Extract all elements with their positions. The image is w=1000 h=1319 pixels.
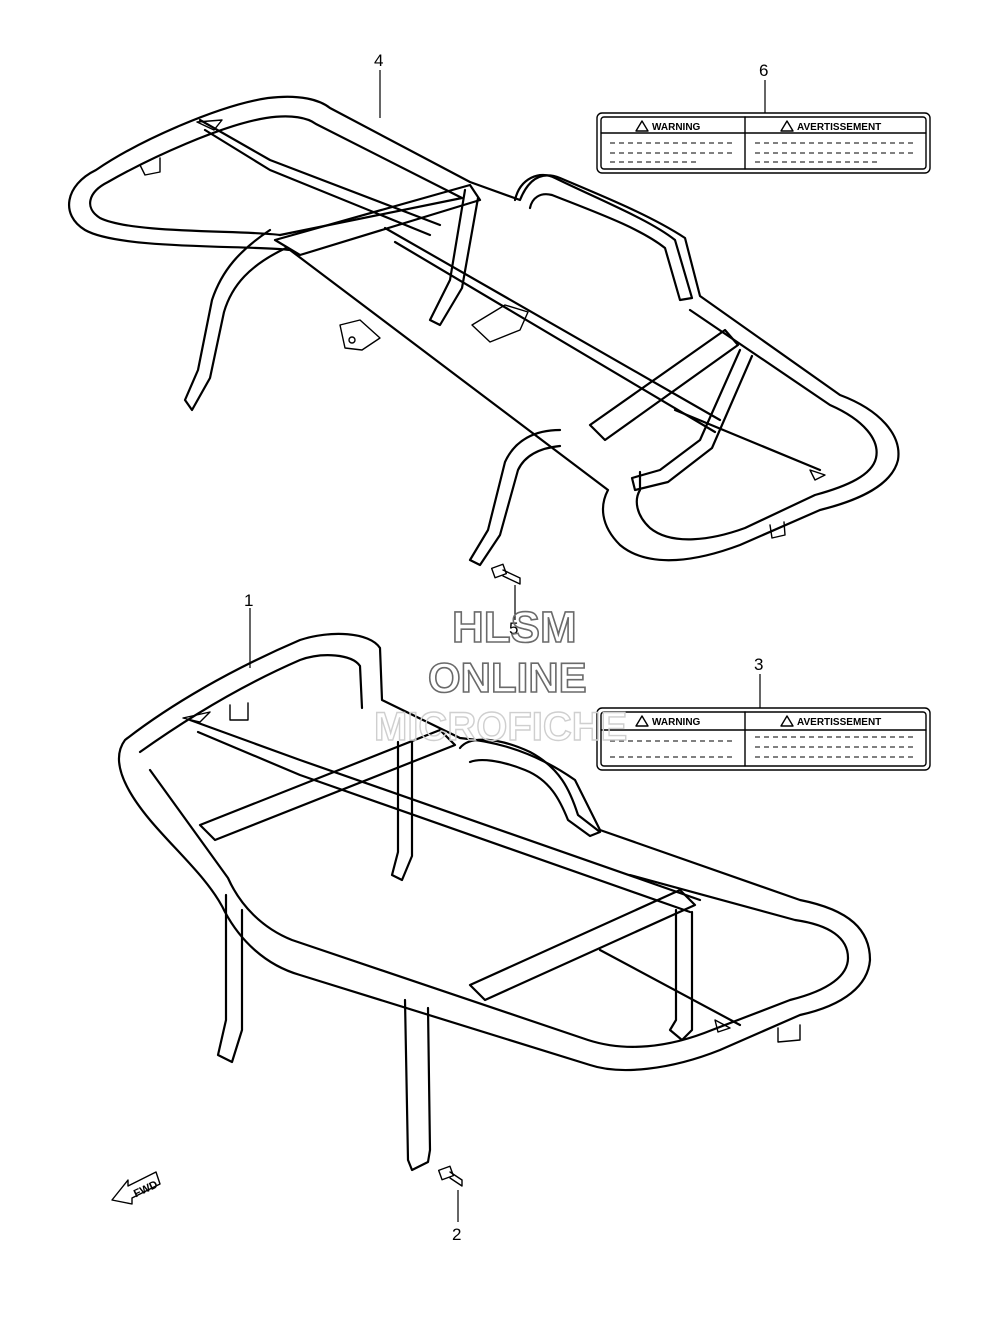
rear-carrier-crossbar-1 xyxy=(198,118,442,237)
rear-carrier-leg-center xyxy=(468,428,562,567)
avertissement-text: AVERTISSEMENT xyxy=(797,122,881,133)
fwd-arrow-icon: FWD xyxy=(111,1171,161,1205)
rear-carrier-bracket-4 xyxy=(769,521,786,539)
rear-carrier xyxy=(68,95,900,585)
rear-carrier-crossbar-3 xyxy=(383,226,722,434)
rear-carrier-leg-back xyxy=(428,188,480,327)
front-carrier-leg-center xyxy=(403,998,432,1172)
front-carrier-leg-back-left xyxy=(390,740,414,882)
front-carrier-bracket-1 xyxy=(229,702,249,721)
front-carrier-bracket-2 xyxy=(777,1024,801,1043)
callout-4: 4 xyxy=(374,51,383,70)
front-carrier-crossbar-4 xyxy=(598,948,742,1027)
rear-carrier-hoop xyxy=(513,173,694,302)
front-carrier-tab-right xyxy=(714,1019,731,1033)
rear-carrier-tab-left xyxy=(196,119,223,131)
watermark-line-1: HLSM xyxy=(452,603,577,652)
warning-label-3 xyxy=(596,707,931,771)
front-carrier-crossbar-1 xyxy=(188,718,702,914)
callout-2: 2 xyxy=(452,1225,461,1244)
rear-carrier-tab-right xyxy=(809,469,826,481)
rear-carrier-leg-right xyxy=(630,348,754,492)
bolt-5 xyxy=(490,563,521,585)
warning-triangle-icon xyxy=(635,120,649,132)
avertissement-text: AVERTISSEMENT xyxy=(797,717,881,728)
rear-carrier-bracket-1 xyxy=(339,319,381,351)
rear-carrier-crossbar-5 xyxy=(673,408,822,472)
warning-triangle-icon xyxy=(780,715,794,727)
warning-triangle-icon xyxy=(780,120,794,132)
warning-label-6 xyxy=(596,112,931,174)
front-carrier-leg-front-left xyxy=(216,893,244,1064)
rear-carrier-bracket-2 xyxy=(471,304,529,343)
watermark-line-3: MICROFICHE xyxy=(374,705,627,749)
bolt-2 xyxy=(437,1165,463,1187)
front-carrier-hoop xyxy=(458,738,602,838)
front-carrier-inner-rail xyxy=(138,654,850,1048)
rear-carrier-crossbar-2 xyxy=(273,183,482,257)
rear-carrier-inner-rail xyxy=(89,115,464,237)
warning-text: WARNING xyxy=(652,122,701,133)
front-carrier xyxy=(117,632,872,1187)
front-carrier-crossbar-3 xyxy=(468,888,697,1002)
warning-text: WARNING xyxy=(652,717,701,728)
bracket-hole xyxy=(348,336,356,344)
front-carrier-crossbar-2 xyxy=(198,728,457,842)
callout-3: 3 xyxy=(754,655,763,674)
front-carrier-leg-right xyxy=(668,908,694,1042)
front-carrier-outer-rail xyxy=(117,632,872,1072)
watermark-line-2: ONLINE xyxy=(428,654,587,701)
callout-6: 6 xyxy=(759,61,768,80)
front-carrier-tab-left xyxy=(182,711,211,723)
callout-5: 5 xyxy=(509,619,518,638)
warning-triangle-icon xyxy=(635,715,649,727)
rear-carrier-bracket-3 xyxy=(139,157,161,176)
callout-1: 1 xyxy=(244,591,253,610)
rear-carrier-outer-rail xyxy=(68,95,900,562)
rear-carrier-crossbar-4 xyxy=(588,328,740,442)
rear-carrier-leg-left xyxy=(183,228,288,412)
rear-carrier-inner-rail-right xyxy=(635,308,878,541)
